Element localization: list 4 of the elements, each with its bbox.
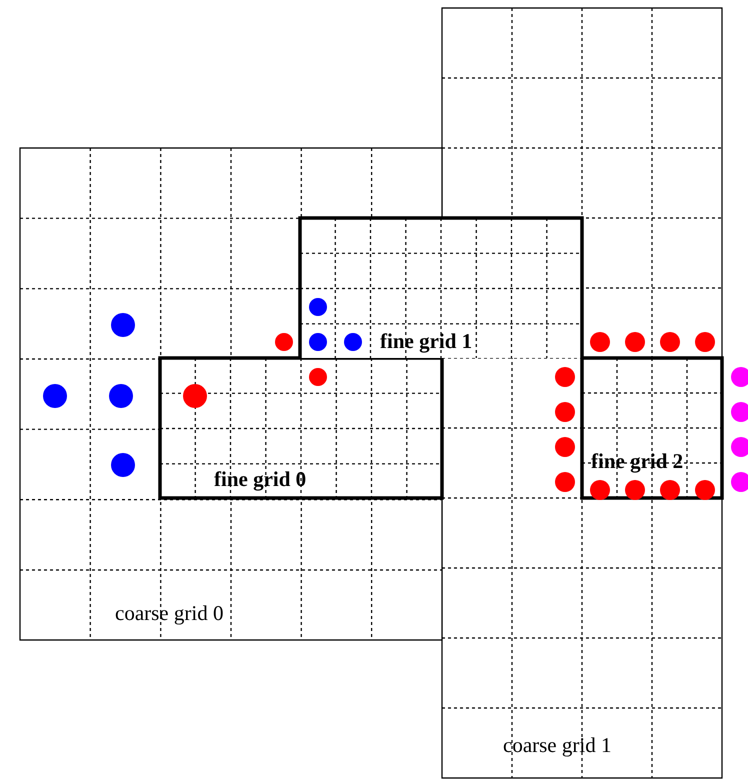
grid-label: fine grid 1 bbox=[380, 329, 472, 353]
grid-label: coarse grid 0 bbox=[115, 601, 224, 625]
grid-label: fine grid 0 bbox=[214, 467, 306, 491]
grid-label: coarse grid 1 bbox=[503, 733, 612, 757]
